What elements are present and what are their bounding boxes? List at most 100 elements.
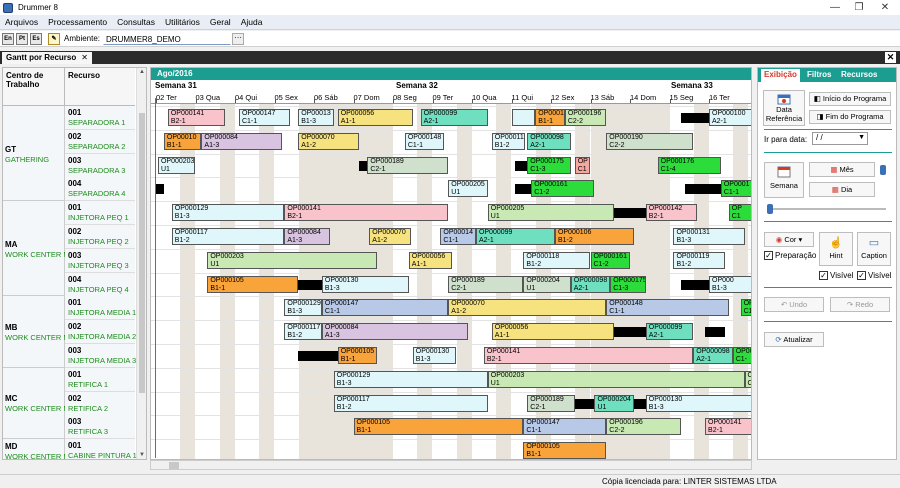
caption-button[interactable]: ▭ Caption [857, 232, 891, 266]
setup-block[interactable] [614, 327, 646, 338]
tab-exibicao[interactable]: Exibição [761, 69, 800, 82]
atualizar-button[interactable]: ⟳ Atualizar [764, 332, 824, 347]
lang-es-button[interactable]: Es [30, 32, 42, 45]
semana-button[interactable]: Semana [764, 162, 804, 198]
setup-block[interactable] [681, 279, 709, 290]
close-panel-icon[interactable]: ✕ [885, 52, 896, 63]
tab-recursos[interactable]: Recursos [841, 70, 878, 79]
preparacao-checkbox[interactable]: ✓Preparação [764, 251, 816, 261]
scroll-down-icon[interactable]: ▼ [139, 452, 145, 458]
setup-block[interactable] [359, 160, 368, 171]
zoom-slider-track[interactable] [768, 208, 886, 210]
menu-geral[interactable]: Geral [209, 17, 231, 27]
setup-block[interactable] [298, 351, 338, 361]
tab-filtros[interactable]: Filtros [807, 70, 832, 79]
inicio-programa-button[interactable]: ◧ Início do Programa [809, 92, 891, 106]
operation-bar[interactable] [511, 109, 536, 126]
setup-block[interactable] [515, 184, 532, 195]
scroll-thumb[interactable] [169, 462, 179, 469]
fim-programa-button[interactable]: ◨ Fim do Programa [809, 110, 891, 124]
data-referencia-button[interactable]: Data Referência [763, 90, 805, 126]
setup-block[interactable] [574, 398, 595, 409]
mes-button[interactable]: ▦ Mês [809, 162, 875, 177]
tab-close-icon[interactable]: ✕ [81, 53, 88, 62]
setup-block[interactable] [705, 327, 725, 338]
menu-arquivos[interactable]: Arquivos [5, 17, 39, 27]
setup-block[interactable] [681, 113, 709, 123]
setup-block[interactable] [685, 184, 721, 195]
close-window-button[interactable]: ✕ [880, 2, 890, 13]
ir-para-data-input[interactable]: / /▼ [812, 132, 868, 145]
environment-browse-button[interactable]: ··· [232, 32, 245, 45]
scroll-thumb[interactable] [139, 113, 145, 393]
operation-bar[interactable]: OPC [744, 370, 751, 388]
setup-block[interactable] [614, 208, 646, 219]
scroll-up-icon[interactable]: ▲ [139, 69, 145, 75]
left-scrollbar[interactable]: ▲ ▼ [136, 68, 146, 459]
gantt-horizontal-scrollbar[interactable] [150, 460, 752, 470]
zoom-slider-top-knob[interactable] [880, 165, 886, 175]
hint-button[interactable]: ☝ Hint [819, 232, 853, 266]
setup-block[interactable] [298, 279, 322, 290]
minimize-button[interactable]: — [830, 2, 840, 13]
undo-button[interactable]: ↶ Undo [764, 297, 824, 312]
setup-block[interactable] [156, 184, 164, 195]
